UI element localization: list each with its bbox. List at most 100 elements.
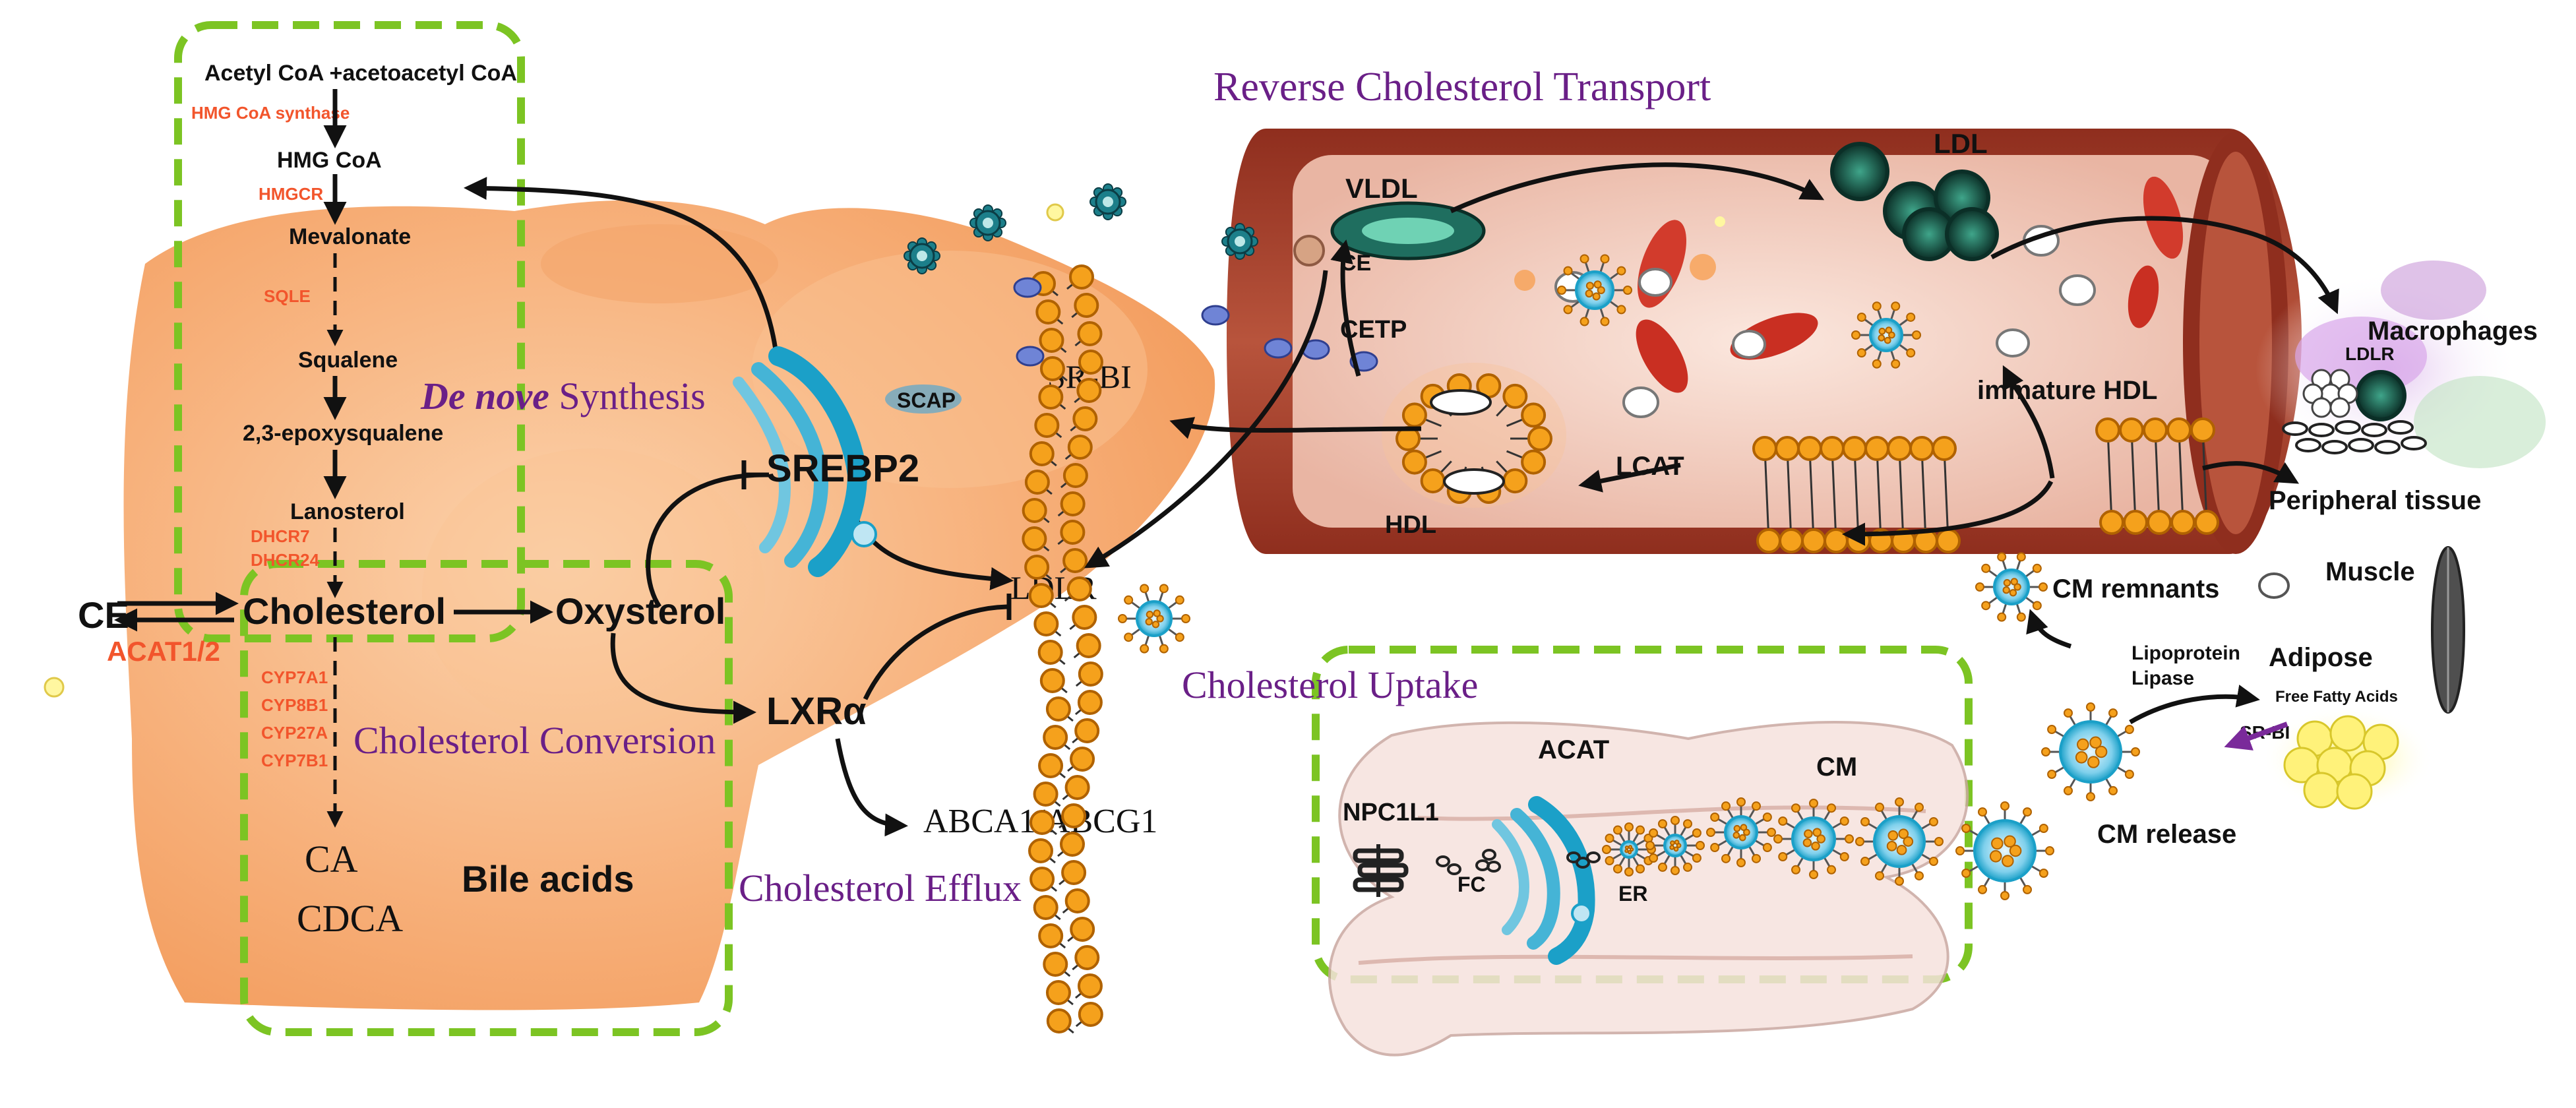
apoprotein-tip bbox=[1557, 286, 1566, 295]
apoprotein-tip bbox=[1762, 843, 1772, 852]
phospholipid-head bbox=[1420, 468, 1446, 494]
cm-lipid-droplet bbox=[1903, 836, 1914, 847]
apoprotein-tip bbox=[1809, 870, 1818, 879]
lipid-tail bbox=[1898, 448, 1905, 541]
phospholipid-head bbox=[1077, 973, 1103, 999]
apoprotein-tip bbox=[2064, 708, 2073, 718]
cm-lipid-droplet bbox=[1886, 841, 1897, 851]
apoprotein-tip bbox=[1762, 813, 1772, 822]
cm-core bbox=[1791, 816, 1836, 861]
chylomicron bbox=[1975, 552, 2048, 622]
apoprotein-tip bbox=[1767, 828, 1776, 837]
apoprotein-tip bbox=[1981, 601, 1991, 611]
phospholipid-head bbox=[1039, 328, 1064, 353]
lipid-tail bbox=[1876, 448, 1882, 541]
apoprotein-tip bbox=[2039, 582, 2048, 592]
peripheral-tissue-label: Peripheral tissue bbox=[2269, 486, 2481, 515]
apoprotein-tip bbox=[1645, 841, 1655, 850]
phospholipid-head bbox=[1045, 980, 1071, 1005]
muscle-label: Muscle bbox=[2325, 557, 2415, 586]
apoprotein-tip bbox=[1895, 877, 1904, 886]
cm-core bbox=[1620, 840, 1638, 859]
phospholipid-head bbox=[2099, 510, 2124, 535]
synthesis-word: Synthesis bbox=[549, 375, 706, 417]
rct-arrows bbox=[1084, 162, 2339, 725]
phospholipid-head bbox=[1069, 264, 1094, 290]
cm-lipid-droplet bbox=[1597, 286, 1605, 295]
mature-hdl bbox=[1382, 363, 1566, 508]
cm-lipid-droplet bbox=[1145, 618, 1153, 626]
phospholipid-head bbox=[2143, 417, 2168, 443]
apoprotein-tip bbox=[2108, 708, 2118, 718]
npc1l1-transporter bbox=[1353, 844, 1409, 897]
phospholipid-head bbox=[1864, 436, 1889, 461]
apoprotein-tip bbox=[1579, 317, 1589, 326]
phospholipid-head bbox=[1074, 293, 1099, 318]
cm-lipid-droplet bbox=[2004, 835, 2016, 848]
phospholipid-head bbox=[1033, 895, 1058, 920]
cm-lipid-droplet bbox=[2095, 745, 2108, 758]
lipid-tail bbox=[2178, 429, 2184, 523]
cm-core bbox=[1575, 270, 1614, 310]
lipid-tail bbox=[2106, 429, 2113, 523]
apoprotein-tip bbox=[1997, 552, 2007, 562]
cyp27a-enzyme: CYP27A bbox=[261, 723, 328, 743]
lipid-tail bbox=[1786, 448, 1793, 541]
phospholipid-head bbox=[1077, 321, 1103, 346]
phospholipid-head bbox=[1060, 491, 1086, 516]
cm-lipid-droplet bbox=[1743, 828, 1750, 836]
apoprotein-tip bbox=[1636, 864, 1645, 874]
phospholipid-head bbox=[1029, 441, 1055, 466]
lipoprotein-label: Lipoprotein bbox=[2131, 642, 2240, 664]
apoprotein-tip bbox=[2032, 601, 2042, 611]
apoprotein-tip bbox=[1692, 853, 1702, 863]
apoprotein-tip bbox=[1978, 807, 1987, 817]
apoprotein-tip bbox=[2064, 785, 2073, 795]
phospholipid-membrane-column bbox=[1022, 264, 1103, 1034]
phospholipid-head bbox=[1043, 952, 1068, 977]
cm-lipid-droplet bbox=[1146, 611, 1154, 619]
phospholipid-head bbox=[1820, 436, 1845, 461]
apoprotein-tip bbox=[1752, 801, 1761, 811]
phospholipid-head bbox=[1064, 888, 1090, 913]
apoprotein-tip bbox=[1975, 582, 1984, 592]
cm-lipid-droplet bbox=[1593, 280, 1602, 289]
cm-lipid-droplet bbox=[1669, 845, 1675, 850]
peripheral-tissue-particles bbox=[2282, 420, 2427, 454]
chylomicron bbox=[1851, 301, 1921, 369]
lipid-tail bbox=[2130, 429, 2137, 523]
acat-label: ACAT bbox=[1538, 735, 1609, 764]
phospholipid-head bbox=[1078, 1002, 1103, 1027]
apoprotein-tip bbox=[1839, 816, 1849, 826]
sqle-enzyme: SQLE bbox=[264, 286, 311, 306]
apoprotein-tip bbox=[1671, 816, 1680, 825]
fc-label: FC bbox=[1457, 873, 1486, 896]
epoxysqualene-label: 2,3-epoxysqualene bbox=[243, 421, 443, 446]
cm-release-label: CM release bbox=[2097, 820, 2236, 849]
apoprotein-tip bbox=[2108, 785, 2118, 795]
cm-lipid-droplet bbox=[2089, 736, 2102, 749]
apoprotein-tip bbox=[1997, 612, 2007, 622]
cholesterol-conversion-box bbox=[240, 560, 733, 1036]
apoprotein-tip bbox=[1579, 254, 1589, 264]
cm-lipid-droplet bbox=[2075, 751, 2088, 764]
cm-lipid-droplet bbox=[1802, 838, 1812, 847]
acetyl-coa-label: Acetyl CoA +acetoacetyl CoA bbox=[204, 61, 517, 86]
apoprotein-tip bbox=[1140, 584, 1150, 594]
phospholipid-head bbox=[1033, 782, 1058, 807]
cm-lipid-droplet bbox=[1878, 327, 1886, 335]
apoprotein-tip bbox=[1124, 632, 1134, 642]
apoprotein-tip bbox=[1140, 644, 1150, 654]
phospholipid-head bbox=[2119, 417, 2144, 443]
muscle-fiber bbox=[2431, 546, 2465, 714]
apoprotein-tip bbox=[1934, 837, 1944, 846]
gear-particle bbox=[904, 237, 940, 274]
apoprotein-tip bbox=[1683, 862, 1692, 872]
phospholipid-head bbox=[1022, 526, 1047, 551]
phospholipid-head bbox=[2123, 510, 2148, 535]
phospholipid-head bbox=[1401, 449, 1427, 475]
cm-lipid-droplet bbox=[1153, 609, 1161, 617]
phospholipid-head bbox=[1038, 753, 1064, 778]
chylomicron bbox=[1602, 822, 1656, 877]
